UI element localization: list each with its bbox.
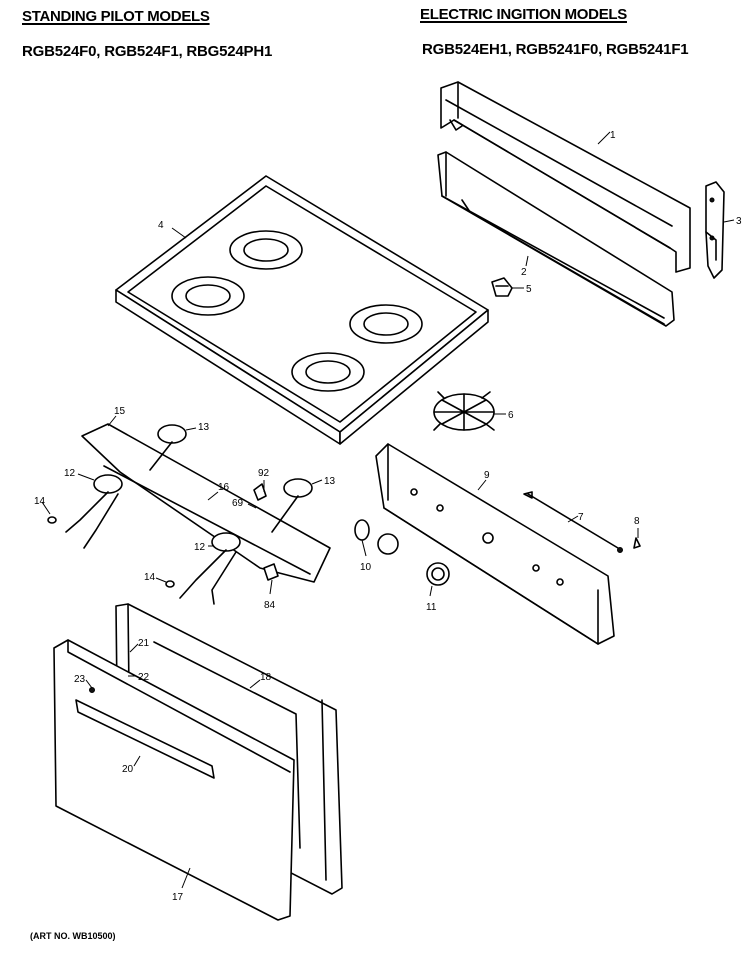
right-section-title: ELECTRIC INGITION MODELS	[420, 6, 627, 23]
callout-15: 15	[107, 406, 126, 427]
callout-84: 84	[264, 579, 276, 611]
svg-text:15: 15	[114, 406, 126, 417]
callout-14b: 14	[144, 572, 167, 583]
callout-5: 5	[512, 284, 532, 295]
part-clip	[491, 277, 513, 297]
part-side-bracket	[705, 181, 725, 279]
svg-text:2: 2	[521, 267, 527, 278]
part-vent-trim	[437, 151, 675, 327]
svg-text:12: 12	[194, 542, 206, 553]
svg-text:17: 17	[172, 892, 184, 903]
svg-text:20: 20	[122, 764, 134, 775]
svg-text:69: 69	[232, 498, 244, 509]
left-section-title: STANDING PILOT MODELS	[22, 8, 210, 25]
callout-10: 10	[360, 539, 372, 573]
part-knobs	[354, 519, 450, 586]
part-backsplash	[440, 81, 691, 273]
svg-text:1: 1	[610, 130, 616, 141]
callout-4: 4	[158, 220, 187, 239]
svg-text:13: 13	[324, 476, 336, 487]
svg-text:4: 4	[158, 220, 164, 231]
svg-text:14: 14	[144, 572, 156, 583]
part-burner-assembly	[47, 423, 331, 605]
callout-13a: 13	[185, 422, 210, 433]
svg-text:14: 14	[34, 496, 46, 507]
svg-text:6: 6	[508, 410, 514, 421]
callout-2: 2	[521, 255, 529, 278]
callout-92: 92	[258, 468, 270, 492]
callout-69: 69	[232, 498, 257, 509]
callout-21: 21	[129, 638, 150, 653]
svg-text:13: 13	[198, 422, 210, 433]
callout-18: 18	[249, 672, 272, 689]
callout-3: 3	[723, 216, 742, 227]
callout-8: 8	[634, 516, 640, 538]
callout-13b: 13	[311, 476, 336, 487]
svg-text:84: 84	[264, 600, 276, 611]
callout-17: 17	[172, 867, 191, 903]
callout-20: 20	[122, 755, 141, 775]
svg-text:9: 9	[484, 470, 490, 481]
svg-text:8: 8	[634, 516, 640, 527]
callout-6: 6	[494, 410, 514, 421]
svg-text:16: 16	[218, 482, 230, 493]
part-outer-door	[53, 639, 295, 921]
left-model-numbers: RGB524F0, RGB524F1, RBG524PH1	[22, 43, 273, 60]
callout-14a: 14	[34, 496, 51, 515]
svg-text:12: 12	[64, 468, 76, 479]
svg-text:92: 92	[258, 468, 270, 479]
callout-16: 16	[207, 482, 230, 501]
svg-text:11: 11	[426, 602, 437, 613]
part-cooktop	[115, 175, 489, 445]
svg-text:10: 10	[360, 562, 372, 573]
part-control-panel	[375, 443, 615, 645]
callout-12b: 12	[194, 542, 214, 553]
svg-text:21: 21	[138, 638, 150, 649]
callout-1: 1	[597, 130, 616, 145]
svg-text:3: 3	[736, 216, 742, 227]
right-model-numbers: RGB524EH1, RGB5241F0, RGB5241F1	[422, 41, 689, 58]
callout-7: 7	[567, 512, 584, 523]
part-burner-grate	[433, 391, 495, 431]
callout-11: 11	[426, 585, 437, 613]
svg-text:18: 18	[260, 672, 272, 683]
art-number-label: (ART NO. WB10500)	[30, 931, 116, 941]
svg-text:22: 22	[138, 672, 150, 683]
svg-text:5: 5	[526, 284, 532, 295]
part-igniter-rod	[523, 491, 641, 553]
callout-23: 23	[74, 674, 93, 689]
callout-12a: 12	[64, 468, 95, 481]
callout-22: 22	[128, 672, 150, 683]
callout-9: 9	[477, 470, 490, 491]
svg-text:7: 7	[578, 512, 584, 523]
svg-text:23: 23	[74, 674, 86, 685]
